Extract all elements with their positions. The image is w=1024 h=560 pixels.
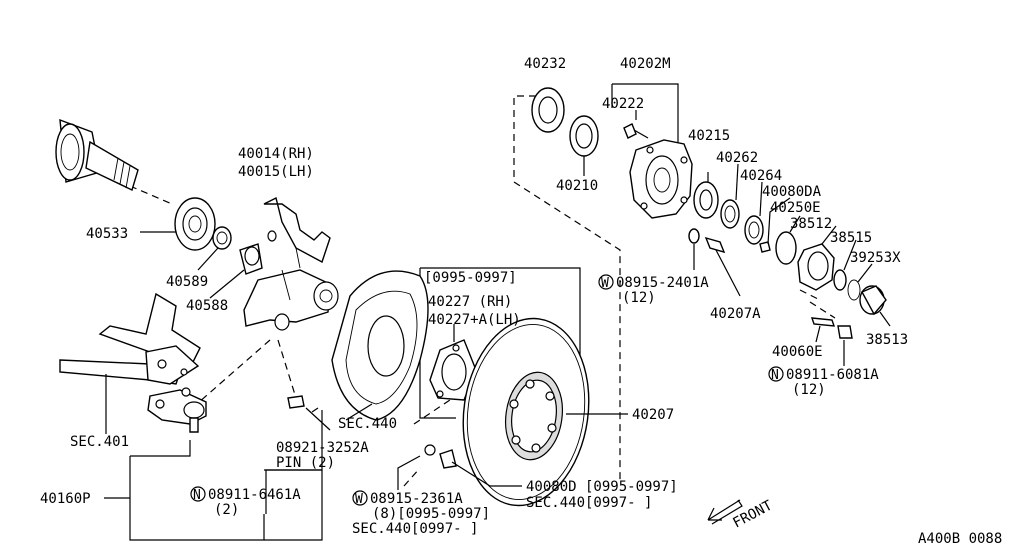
label-08915-2401a: 08915-2401A — [616, 275, 709, 291]
dashed-link-stud — [809, 301, 836, 319]
label-40588: 40588 — [186, 298, 228, 314]
dashed-link-pin — [277, 339, 297, 399]
leader-w2 — [397, 455, 421, 490]
hub-40202m — [629, 139, 693, 219]
bracket-40160p — [104, 440, 265, 541]
bolt-40080d — [424, 444, 522, 487]
label-pin: PIN (2) — [276, 455, 335, 471]
label-40215: 40215 — [688, 128, 730, 144]
washer-symbol-letter-2: W — [355, 492, 363, 507]
lower-arm — [59, 292, 201, 385]
bearing-40533 — [174, 197, 216, 251]
label-40227-rh: 40227 (RH) — [428, 294, 512, 310]
leader-40589 — [197, 247, 219, 271]
label-sec440-bolt: SEC.440[0997- ] — [352, 521, 478, 537]
label-40060e: 40060E — [772, 344, 823, 360]
screw-40080da — [759, 197, 791, 253]
nut-symbol-1: N — [768, 366, 784, 383]
bolt-40207a — [704, 236, 741, 297]
dashed-link-knuckle — [189, 339, 271, 411]
label-40222: 40222 — [602, 96, 644, 112]
hub-38512 — [797, 225, 837, 291]
label-08915-2401a-qty: (12) — [622, 290, 656, 306]
label-08911-6081a-qty: (12) — [792, 382, 826, 398]
brake-disc-40207 — [462, 317, 628, 507]
label-40015: 40015(LH) — [238, 164, 314, 180]
seal-40232 — [531, 87, 565, 133]
label-40210: 40210 — [556, 178, 598, 194]
dashed-link-caliper — [413, 399, 451, 425]
leader-pin — [265, 410, 323, 514]
dust-shield — [331, 270, 429, 421]
label-38515: 38515 — [830, 230, 872, 246]
label-40014: 40014(RH) — [238, 146, 314, 162]
label-08921-3252a: 08921-3252A — [276, 440, 369, 456]
cap-38513 — [859, 285, 891, 327]
washer-40262 — [720, 163, 740, 229]
bolt-40222 — [623, 123, 649, 139]
label-40202m: 40202M — [620, 56, 671, 72]
label-38512: 38512 — [790, 216, 832, 232]
dashed-link-axle — [129, 185, 173, 205]
label-sec401: SEC.401 — [70, 434, 129, 450]
label-08911-6081a: 08911-6081A — [786, 367, 879, 383]
label-40264: 40264 — [740, 168, 782, 184]
label-40207a: 40207A — [710, 306, 761, 322]
drive-shaft — [55, 118, 139, 191]
washer-symbol-letter: W — [601, 276, 609, 291]
nut-symbol-letter-2: N — [193, 488, 201, 503]
ring-40589 — [212, 226, 232, 250]
label-08915-2361a: 08915-2361A — [370, 491, 463, 507]
diagram-code: A400B 0088 — [918, 531, 1002, 547]
ring-38515 — [833, 239, 857, 291]
washer-08915-2401a — [688, 228, 700, 270]
ball-joint-40160p — [147, 387, 207, 433]
label-40250e: 40250E — [770, 200, 821, 216]
label-40232: 40232 — [524, 56, 566, 72]
washer-symbol-1: W — [598, 274, 614, 291]
bracket-40160p-right — [264, 470, 323, 541]
label-40160p: 40160P — [40, 491, 91, 507]
label-08915-2361a-qty: (8)[0995-0997] — [372, 506, 490, 522]
nut-symbol-letter: N — [771, 368, 779, 383]
label-38513: 38513 — [866, 332, 908, 348]
label-08911-6461a-qty: (2) — [214, 502, 239, 518]
steering-knuckle — [243, 196, 339, 331]
caliper-40227 — [429, 324, 477, 401]
label-40207: 40207 — [632, 407, 674, 423]
bearing-40215 — [693, 172, 719, 219]
nut-08921 — [287, 395, 331, 431]
label-08911-6461a: 08911-6461A — [208, 487, 301, 503]
gasket-40250e — [775, 215, 801, 265]
leader-40588 — [209, 269, 245, 299]
label-sec440-disc: SEC.440[0997- ] — [526, 495, 652, 511]
label-40227-lh: 40227+A(LH) — [428, 312, 521, 328]
dashed-link-bolt — [403, 467, 421, 487]
label-39253x: 39253X — [850, 250, 901, 266]
nut-08911-6081a — [837, 325, 853, 366]
stud-40060e — [810, 317, 836, 343]
label-40080d: 40080D [0995-0997] — [526, 479, 678, 495]
snapring-39253x — [847, 263, 873, 301]
label-sec440-shield: SEC.440 — [338, 416, 397, 432]
bearing-40210 — [569, 115, 599, 176]
washer-symbol-2: W — [352, 490, 368, 507]
front-arrow — [707, 499, 743, 525]
label-40080da: 40080DA — [762, 184, 822, 200]
label-40589: 40589 — [166, 274, 208, 290]
nut-symbol-2: N — [190, 486, 206, 503]
bracket-40202m — [611, 83, 679, 148]
lockwasher-40264 — [744, 181, 764, 245]
dashed-group-outline-right — [513, 95, 621, 484]
label-40533: 40533 — [86, 226, 128, 242]
dashed-link-hub — [799, 289, 821, 301]
label-40262: 40262 — [716, 150, 758, 166]
bushing-40588 — [239, 243, 263, 275]
label-range-box: [0995-0997] — [424, 270, 517, 286]
